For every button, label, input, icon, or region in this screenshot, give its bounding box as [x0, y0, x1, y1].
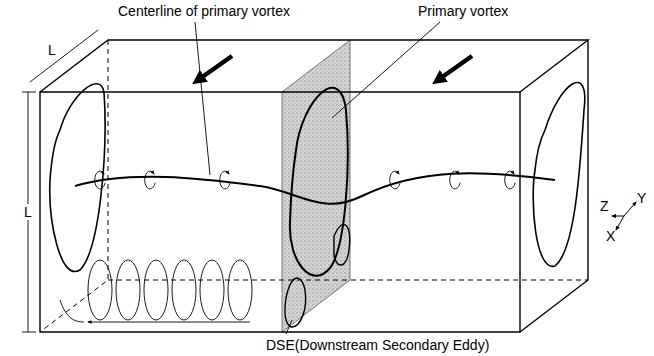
spiral-loop	[200, 260, 224, 320]
figure-stroke	[624, 202, 636, 216]
axis-label: Y	[637, 190, 646, 206]
leader-line	[195, 22, 440, 334]
swirl-arrow	[450, 171, 460, 189]
figure-stroke	[438, 56, 472, 80]
lid-motion-arrow	[198, 56, 472, 80]
spiral-axis-arrow	[88, 322, 250, 323]
figure-stroke	[195, 22, 210, 175]
cavity-box	[40, 40, 588, 332]
spiral-loop	[172, 260, 196, 320]
spiral-loop	[144, 260, 168, 320]
callout-label: Primary vortex	[418, 3, 508, 19]
figure-stroke	[108, 280, 588, 281]
swirl-arrow	[505, 171, 515, 189]
secondary-eddy	[334, 224, 350, 265]
dimension-label: L	[48, 42, 56, 58]
swirl-arrow	[145, 171, 155, 189]
figure-stroke	[50, 84, 105, 272]
figure-stroke	[520, 40, 588, 332]
figure-stroke	[40, 40, 588, 92]
figure-stroke	[30, 30, 98, 82]
swirl-arrow	[390, 171, 400, 189]
figure-stroke	[22, 92, 36, 93]
figure-stroke	[616, 216, 624, 230]
figure-stroke	[40, 92, 520, 332]
axis-label: Z	[600, 198, 609, 214]
spiral-axis-arrow	[60, 300, 84, 322]
hidden-edges	[40, 40, 588, 332]
end-face-vortex	[50, 82, 585, 271]
spiral-loop	[116, 260, 140, 320]
figure-stroke	[22, 332, 36, 333]
swirl-arrow	[95, 171, 105, 189]
swirl-arrows	[95, 171, 515, 189]
figure-stroke	[612, 216, 624, 217]
figure-stroke	[332, 22, 440, 118]
axis-label: X	[606, 228, 615, 244]
bottom-spirals	[60, 260, 252, 322]
dimension-line	[22, 30, 98, 332]
dimension-label: L	[22, 204, 34, 220]
swirl-arrow	[220, 171, 230, 189]
section-plane	[282, 40, 350, 332]
coordinate-axes	[612, 202, 636, 230]
spiral-loop	[228, 260, 252, 320]
callout-label: Centerline of primary vortex	[118, 3, 290, 19]
primary-vortex-loop	[290, 88, 348, 276]
figure-stroke	[533, 82, 585, 266]
callout-label: DSE(Downstream Secondary Eddy)	[266, 337, 489, 353]
downstream-secondary-eddy	[285, 278, 306, 327]
vortex-centerline	[75, 173, 555, 204]
figure-stroke	[286, 320, 292, 334]
spiral-loop	[88, 260, 112, 320]
figure-stroke	[198, 56, 232, 80]
